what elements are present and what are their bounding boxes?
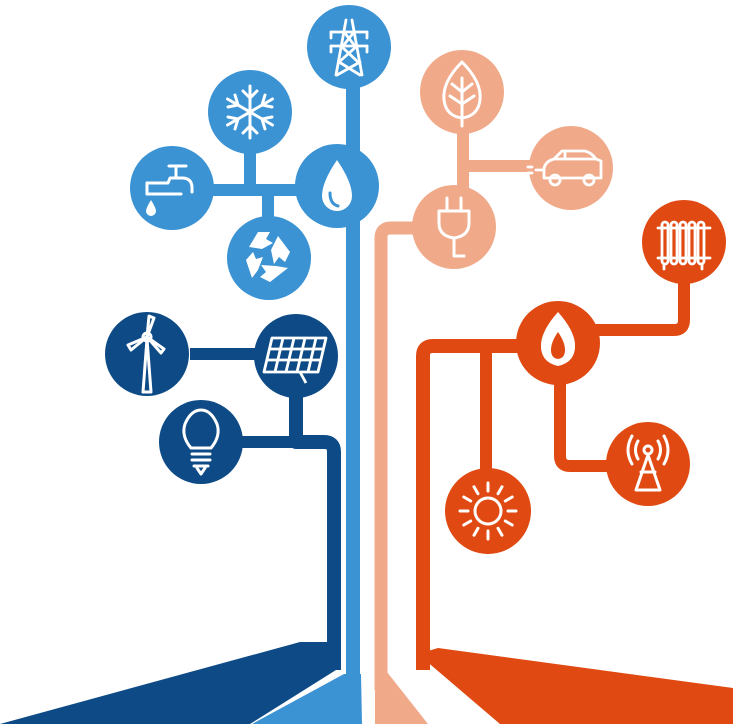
power-pylon-icon [307, 5, 391, 89]
orange-branch-path [416, 339, 525, 670]
snowflake-icon [208, 70, 292, 154]
light-bulb-icon [159, 400, 243, 484]
mid-blue-trunk-base [252, 674, 362, 724]
orange-connector-radiator [590, 270, 690, 336]
peach-trunk-base [375, 672, 428, 724]
electric-car-icon [526, 126, 613, 210]
power-plug-icon [412, 185, 496, 269]
water-tap-icon [130, 146, 214, 230]
dark-blue-branch [0, 348, 341, 724]
dark-blue-trunk-base [0, 642, 336, 724]
dark-blue-branch-path [289, 378, 341, 670]
wind-turbine-icon [105, 312, 189, 396]
orange-trunk-base [418, 648, 733, 724]
water-drop-icon [295, 144, 379, 228]
flame-icon [516, 301, 600, 385]
leaf-icon [420, 50, 504, 134]
orange-connector-tower [554, 380, 620, 472]
solar-panel-icon [254, 314, 338, 398]
orange-branch [416, 270, 733, 724]
peach-branch-path [374, 221, 420, 690]
sun-icon [445, 468, 531, 554]
radiator-icon [642, 200, 726, 284]
radio-tower-icon [606, 422, 690, 506]
recycle-icon [227, 216, 311, 300]
